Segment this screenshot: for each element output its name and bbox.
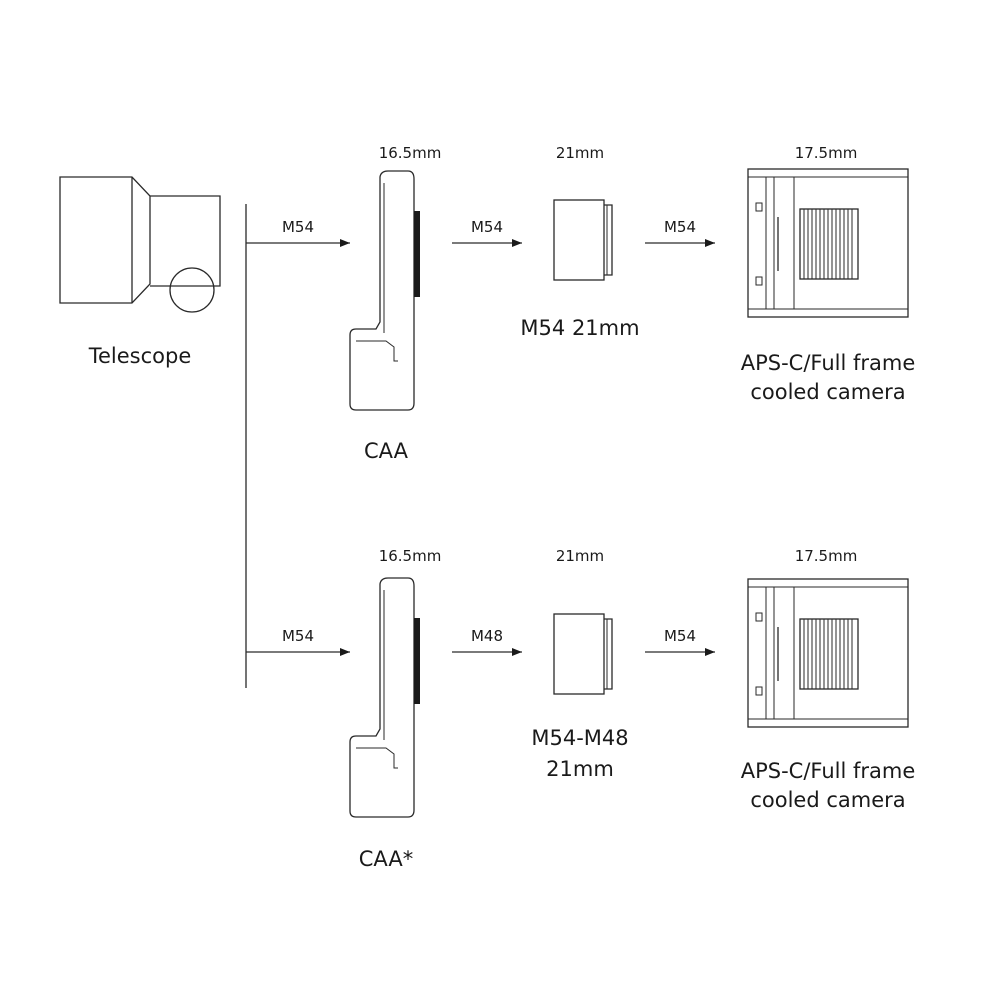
bottom-caa-label: CAA* [359,847,413,871]
bottom-camera-label-line2: cooled camera [750,788,905,812]
top-camera-dimension: 17.5mm [795,144,858,162]
telescope: Telescope [59,176,221,368]
top-adapter-dimension: 21mm [556,144,604,162]
bottom-caa-icon [349,577,421,818]
top-adapter-thread-label: M54 [471,218,503,236]
top-camera-icon [747,168,909,318]
top-adapter-label: M54 21mm [520,316,639,340]
top-row: M54 16.5mm CAA M54 21mm M54 21mm M54 17.… [246,144,915,463]
bottom-caa-dimension: 16.5mm [379,547,442,565]
telescope-icon [59,176,221,313]
bottom-row: M54 16.5mm CAA* M48 21mm M54-M48 21mm M5… [246,547,915,871]
bottom-camera-icon [747,578,909,728]
top-caa-icon [349,170,421,411]
bottom-adapter-dimension: 21mm [556,547,604,565]
top-caa-label: CAA [364,439,409,463]
top-camera-label-line2: cooled camera [750,380,905,404]
top-camera-label-line1: APS-C/Full frame [741,351,916,375]
bottom-adapter-label-line1: M54-M48 [531,726,628,750]
top-telescope-thread-label: M54 [282,218,314,236]
bottom-adapter-thread-label: M48 [471,627,503,645]
top-adapter-icon [553,199,613,281]
bottom-adapter-label-line2: 21mm [546,757,614,781]
bottom-camera-thread-label: M54 [664,627,696,645]
top-caa-dimension: 16.5mm [379,144,442,162]
bottom-camera-dimension: 17.5mm [795,547,858,565]
bottom-camera-label-line1: APS-C/Full frame [741,759,916,783]
bottom-telescope-thread-label: M54 [282,627,314,645]
telescope-label: Telescope [88,344,192,368]
top-camera-thread-label: M54 [664,218,696,236]
bottom-adapter-icon [553,613,613,695]
